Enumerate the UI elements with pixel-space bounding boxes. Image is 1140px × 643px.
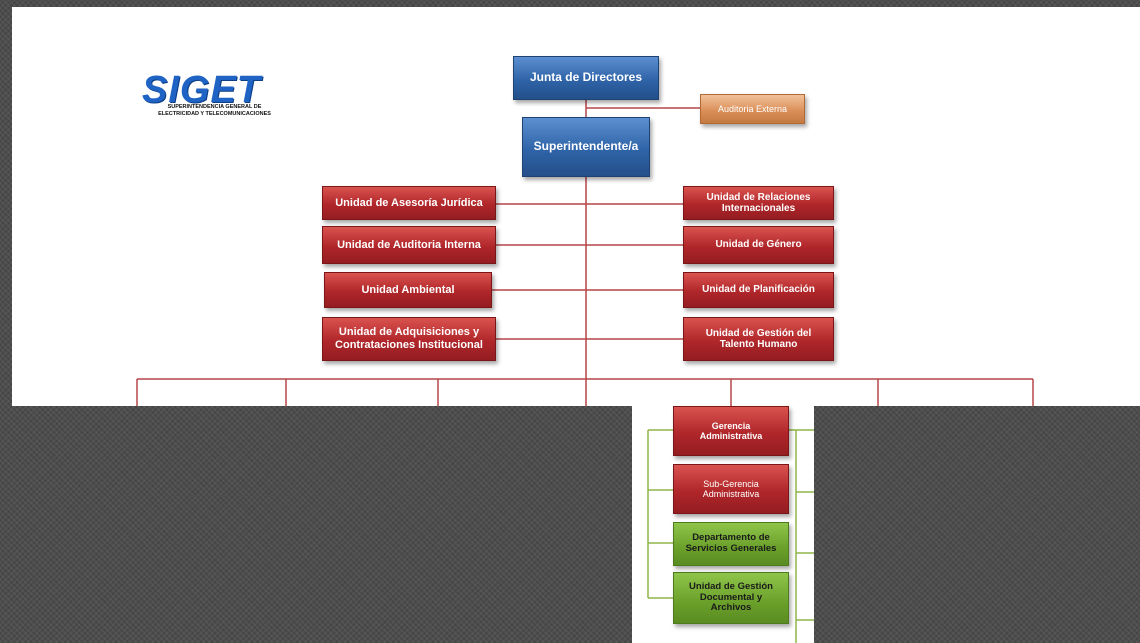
siget-logo: SIGET SUPERINTENDENCIA GENERAL DE ELECTR…	[137, 70, 292, 122]
unit-internal-audit-box: Unidad de Auditoria Interna	[322, 226, 496, 264]
board-of-directors-box: Junta de Directores	[513, 56, 659, 100]
unit-environmental-box: Unidad Ambiental	[324, 272, 492, 308]
document-management-unit-box: Unidad de Gestión Documental y Archivos	[673, 572, 789, 624]
unit-talent-management-box: Unidad de Gestión del Talento Humano	[683, 317, 834, 361]
superintendent-box: Superintendente/a	[522, 117, 650, 177]
unit-legal-advisory-box: Unidad de Asesoría Jurídica	[322, 186, 496, 220]
unit-procurement-box: Unidad de Adquisiciones y Contrataciones…	[322, 317, 496, 361]
external-audit-box: Auditoria Externa	[700, 94, 805, 124]
administrative-management-box: Gerencia Administrativa	[673, 406, 789, 456]
unit-planning-box: Unidad de Planificación	[683, 272, 834, 308]
logo-tagline-line-2: ELECTRICIDAD Y TELECOMUNICACIONES	[158, 110, 271, 117]
unit-international-relations-box: Unidad de Relaciones Internacionales	[683, 186, 834, 220]
administrative-sub-management-box: Sub-Gerencia Administrativa	[673, 464, 789, 514]
general-services-department-box: Departamento de Servicios Generales	[673, 522, 789, 566]
logo-tagline-line-1: SUPERINTENDENCIA GENERAL DE	[167, 104, 262, 110]
logo-wordmark: SIGET	[142, 69, 262, 111]
logo-tagline: SUPERINTENDENCIA GENERAL DE ELECTRICIDAD…	[137, 104, 292, 117]
unit-gender-box: Unidad de Género	[683, 226, 834, 264]
